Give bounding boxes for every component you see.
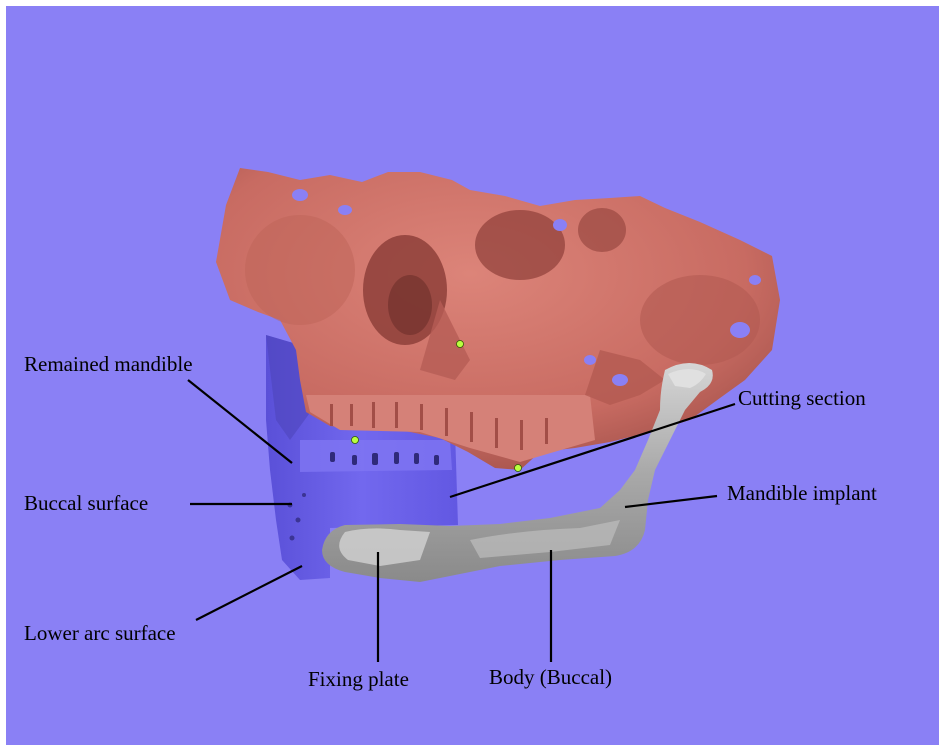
label-mandible-implant: Mandible implant xyxy=(727,481,877,505)
label-fixing-plate: Fixing plate xyxy=(308,667,409,691)
label-cutting-section: Cutting section xyxy=(738,386,866,410)
label-buccal-surface: Buccal surface xyxy=(24,491,148,515)
label-remained-mandible: Remained mandible xyxy=(24,352,193,376)
label-lower-arc-surface: Lower arc surface xyxy=(24,621,176,645)
landmark-marker xyxy=(457,341,464,348)
landmark-marker xyxy=(352,437,359,444)
landmark-marker xyxy=(515,465,522,472)
label-body-buccal: Body (Buccal) xyxy=(489,665,612,689)
